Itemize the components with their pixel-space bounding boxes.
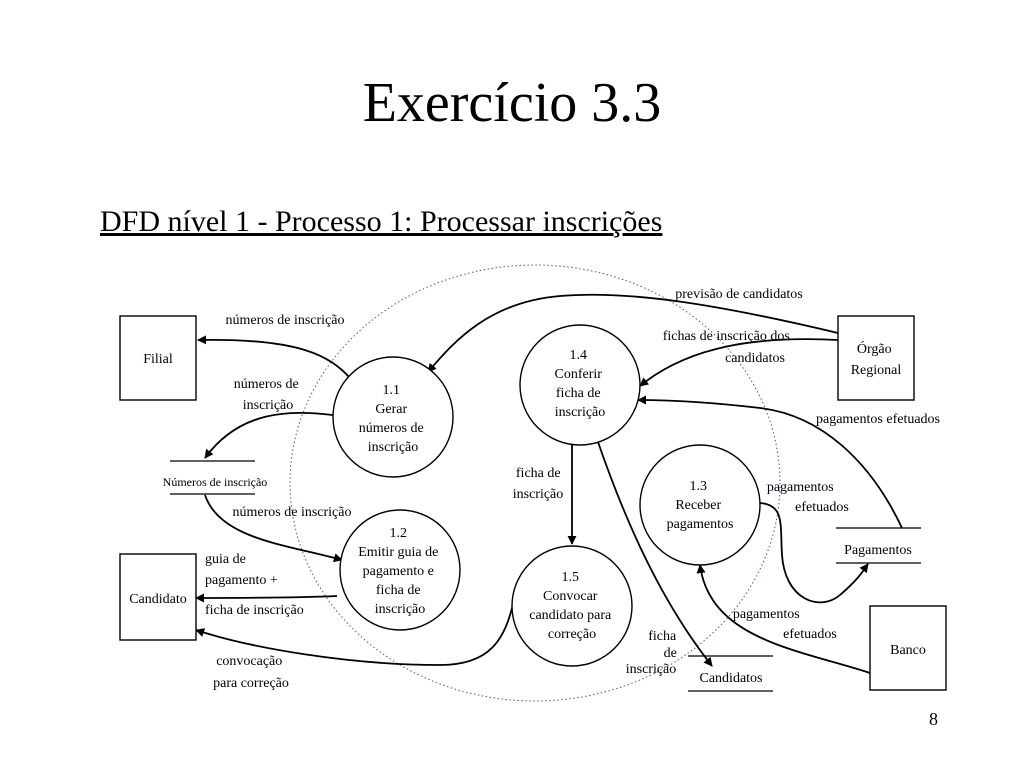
process-1-3-label: 1.3 Receber pagamentos bbox=[667, 479, 734, 532]
process-1-1: 1.1 Gerar números de inscrição bbox=[332, 356, 454, 478]
label-guia-de-pagamento: guia de pagamento + ficha de inscrição bbox=[205, 552, 304, 618]
process-1-4: 1.4 Conferir ficha de inscrição bbox=[519, 324, 641, 446]
process-1-2: 1.2 Emitir guia de pagamento e ficha de … bbox=[339, 509, 461, 631]
store-candidatos: Candidatos bbox=[688, 655, 773, 692]
label-pagamentos-efetuados-orgao: pagamentos efetuados bbox=[816, 412, 940, 427]
page-number: 8 bbox=[929, 709, 938, 729]
store-numeros-de-inscricao: Números de inscrição bbox=[163, 460, 268, 495]
label-ficha-para-candidatos: ficha de inscrição bbox=[626, 629, 681, 677]
process-1-4-label: 1.4 Conferir ficha de inscrição bbox=[555, 348, 606, 420]
label-pagamentos-banco: pagamentos efetuados bbox=[733, 607, 837, 642]
flow-numeros-para-store bbox=[204, 411, 334, 459]
label-numeros-para-store: números de inscrição bbox=[234, 377, 302, 413]
flow-fichas-de-inscricao-dos-candidatos bbox=[639, 338, 839, 387]
data-flows bbox=[195, 293, 903, 674]
label-fichas-de-inscricao-dos-candidatos: fichas de inscrição dos candidatos bbox=[663, 329, 794, 366]
process-1-3: 1.3 Receber pagamentos bbox=[639, 444, 761, 566]
flow-ficha-para-candidatos bbox=[597, 441, 713, 667]
entity-orgao-regional: Órgão Regional bbox=[837, 315, 915, 401]
process-1-1-label: 1.1 Gerar números de inscrição bbox=[359, 383, 427, 455]
slide-subtitle: DFD nível 1 - Processo 1: Processar insc… bbox=[100, 205, 663, 238]
process-1-5: 1.5 Convocar candidato para correção bbox=[511, 545, 633, 667]
store-numeros-de-inscricao-label: Números de inscrição bbox=[163, 475, 268, 489]
store-pagamentos: Pagamentos bbox=[836, 527, 921, 564]
flow-pagamentos-banco-para-1-3 bbox=[696, 564, 871, 674]
entity-filial: Filial bbox=[119, 315, 197, 401]
label-convocacao-para-correcao: convocação para correção bbox=[213, 654, 289, 691]
flow-pagamentos-1-3-para-store bbox=[759, 502, 869, 604]
process-1-5-label: 1.5 Convocar candidato para correção bbox=[529, 570, 615, 642]
flow-numeros-para-filial bbox=[197, 335, 351, 379]
entity-candidato-label: Candidato bbox=[129, 592, 187, 607]
process-1-2-label: 1.2 Emitir guia de pagamento e ficha de … bbox=[358, 526, 442, 617]
label-ficha-1-4-para-1-5: ficha de inscrição bbox=[513, 466, 564, 502]
label-previsao-de-candidatos: previsão de candidatos bbox=[675, 287, 803, 302]
flow-pagamentos-efetuados-para-1-4 bbox=[637, 395, 903, 529]
system-boundary bbox=[289, 264, 781, 702]
label-pagamentos-1-3-para-store: pagamentos efetuados bbox=[767, 480, 849, 515]
entity-candidato: Candidato bbox=[119, 553, 197, 641]
store-pagamentos-label: Pagamentos bbox=[844, 543, 912, 558]
label-numeros-store-para-1-2: números de inscrição bbox=[233, 505, 352, 520]
flow-previsao-de-candidatos bbox=[427, 293, 839, 373]
flow-convocacao-para-correcao bbox=[195, 599, 515, 666]
entity-orgao-regional-label: Órgão Regional bbox=[851, 340, 902, 378]
entity-filial-label: Filial bbox=[143, 352, 173, 367]
entity-banco-label: Banco bbox=[890, 643, 926, 658]
store-candidatos-label: Candidatos bbox=[700, 671, 763, 686]
flow-guia-de-pagamento bbox=[195, 593, 338, 603]
label-numeros-para-filial: números de inscrição bbox=[226, 313, 345, 328]
flow-numeros-store-para-1-2 bbox=[204, 494, 343, 563]
entity-banco: Banco bbox=[869, 605, 947, 691]
slide-title: Exercício 3.3 bbox=[362, 72, 662, 134]
